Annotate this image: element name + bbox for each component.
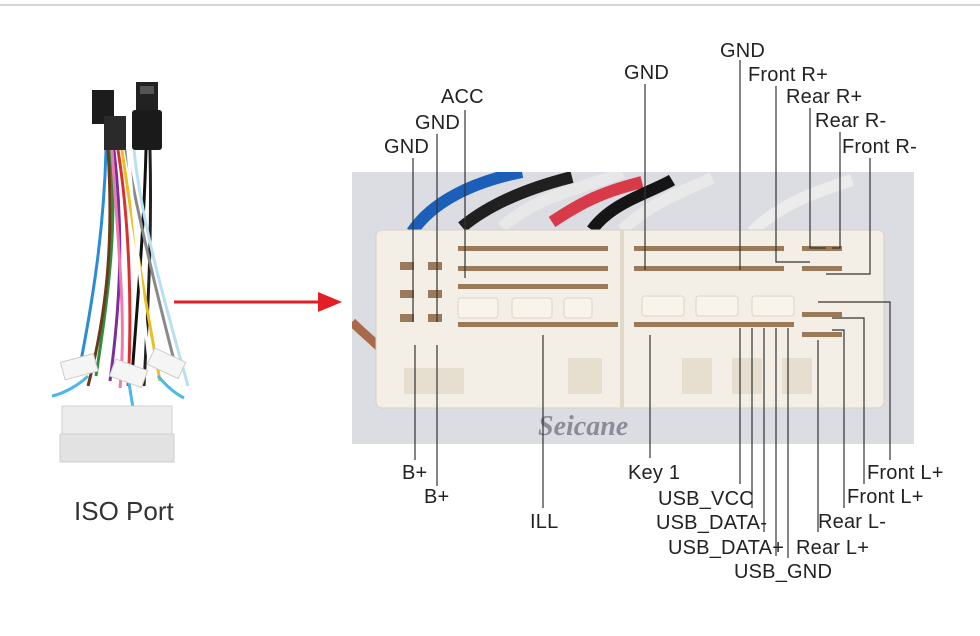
label-front-r-plus: Front R+ (748, 64, 828, 86)
label-rear-r-minus: Rear R- (815, 110, 887, 132)
wire-harness-image (51, 82, 190, 463)
label-gnd-2: GND (384, 136, 430, 158)
label-b-plus-1: B+ (402, 462, 428, 484)
label-front-l-plus-1: Front L+ (867, 462, 944, 484)
label-gnd-3: GND (624, 62, 670, 84)
top-divider (0, 4, 980, 6)
pointer-arrow-icon (174, 292, 342, 312)
connector-diagram: Seicane (352, 172, 914, 444)
seicane-watermark: Seicane (538, 411, 628, 442)
label-front-r-minus: Front R- (842, 136, 917, 158)
label-gnd-4: GND (720, 40, 766, 62)
label-usb-data-minus: USB_DATA- (656, 512, 768, 534)
iso-port-label: ISO Port (74, 496, 174, 526)
label-rear-l-minus: Rear L- (818, 511, 887, 533)
label-rear-r-plus: Rear R+ (786, 86, 863, 108)
label-ill: ILL (530, 511, 559, 533)
label-usb-gnd: USB_GND (734, 561, 833, 583)
label-front-l-plus-2: Front L+ (847, 486, 924, 508)
label-gnd-1: GND (415, 112, 461, 134)
label-key-1: Key 1 (628, 462, 681, 484)
label-rear-l-plus: Rear L+ (796, 537, 870, 559)
label-usb-vcc: USB_VCC (658, 488, 754, 510)
label-usb-data-plus: USB_DATA+ (668, 537, 785, 559)
label-b-plus-2: B+ (424, 486, 450, 508)
label-acc: ACC (441, 86, 484, 108)
